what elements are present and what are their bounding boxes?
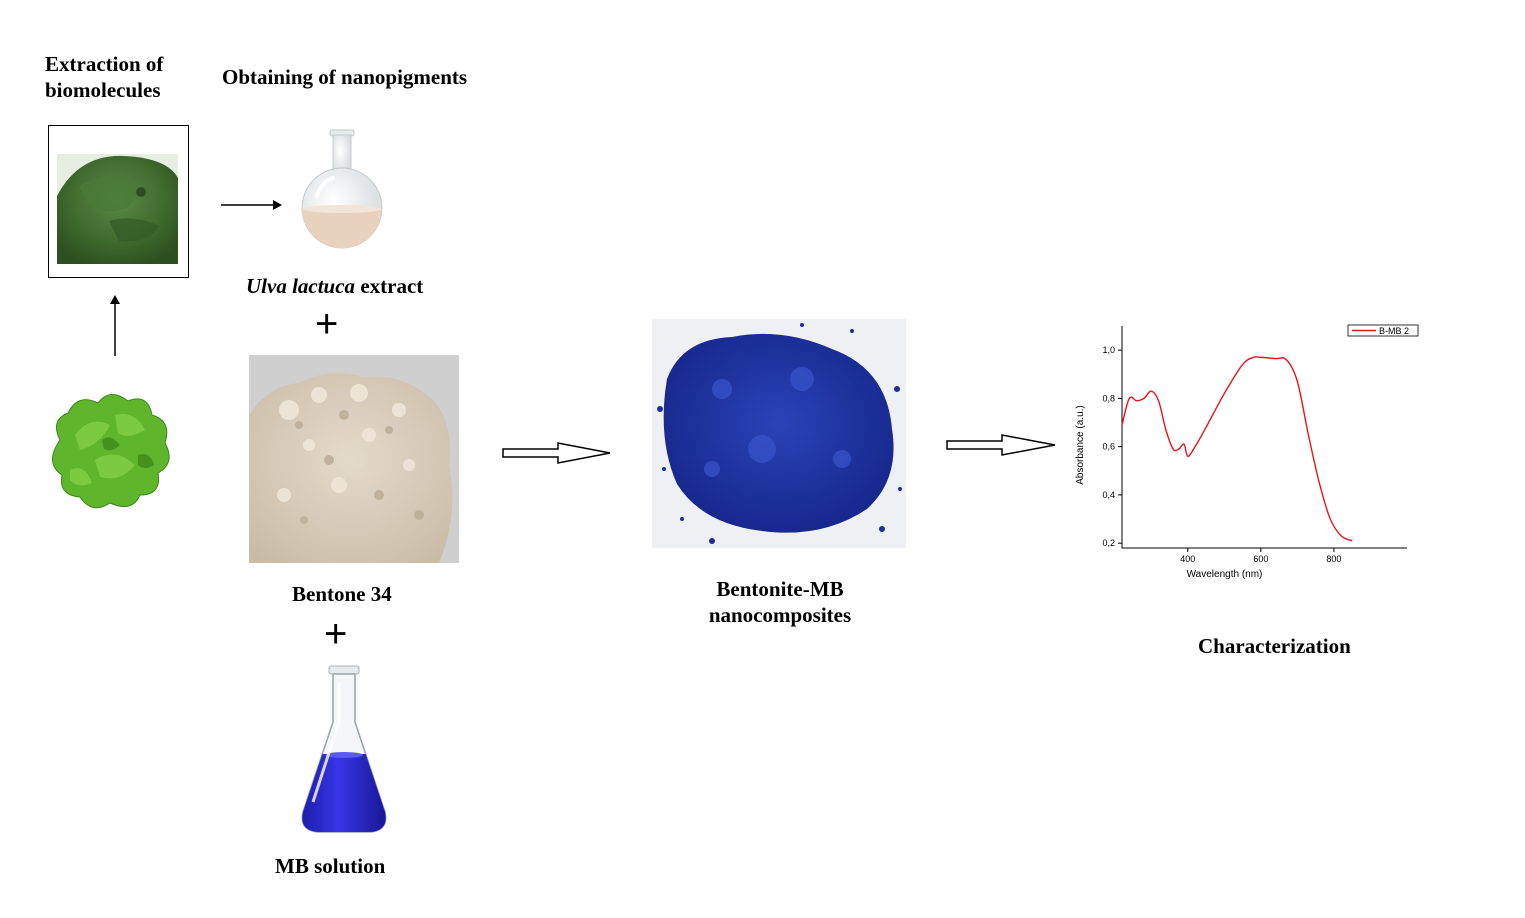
obtaining-title: Obtaining of nanopigments (222, 65, 468, 89)
x-tick-label-400: 400 (1180, 554, 1195, 564)
chart-series (1121, 356, 1353, 542)
y-tick-label-1: 0,4 (1102, 490, 1115, 500)
arrow-up (110, 295, 120, 356)
series-line-0 (1121, 356, 1353, 542)
arrow-right-to-flask (221, 200, 282, 210)
extract-label: Ulva lactuca extract (246, 273, 423, 299)
x-axis-label: Wavelength (nm) (1187, 569, 1263, 580)
algae-powder-frame (48, 125, 189, 278)
extraction-title-line2: biomolecules (45, 78, 161, 102)
chart-axes (1118, 326, 1407, 552)
mb-solution-label: MB solution (275, 854, 386, 878)
characterization-label: Characterization (1198, 634, 1351, 658)
nanocomposite-label: Bentonite-MB nanocomposites (690, 576, 870, 628)
extract-label-rest: extract (355, 274, 424, 298)
y-axis-label: Absorbance (a.u.) (1075, 405, 1086, 485)
absorbance-spectrum-chart: 400 600 800 0,2 0,4 0,6 0,8 1,0 Wavelength (nm)… (1075, 324, 1419, 580)
bentone-powder-image (249, 355, 459, 563)
chart-axis-text: Wavelength (nm) Absorbance (a.u.) (1075, 405, 1262, 580)
x-tick-label-600: 600 (1253, 554, 1268, 564)
mb-flask-icon (301, 665, 387, 833)
algae-powder-image (57, 154, 178, 264)
plus-sign-2: + (324, 612, 348, 656)
extraction-title-line1: Extraction of (45, 52, 164, 76)
y-tick-label-4: 1,0 (1102, 345, 1115, 355)
y-tick-label-2: 0,6 (1102, 442, 1115, 452)
nanocomposite-label-line1: Bentonite-MB (716, 577, 844, 601)
extract-label-species: Ulva lactuca (246, 274, 356, 298)
plus-sign-1: + (315, 302, 339, 346)
chart-tick-labels: 400 600 800 0,2 0,4 0,6 0,8 1,0 (1102, 345, 1341, 564)
extraction-title: Extraction of biomolecules (45, 51, 163, 103)
process-arrow-2 (946, 434, 1056, 456)
y-tick-label-3: 0,8 (1102, 393, 1115, 403)
bentone-label: Bentone 34 (292, 582, 392, 606)
x-tick-label-800: 800 (1326, 554, 1341, 564)
y-tick-label-0: 0,2 (1102, 538, 1115, 548)
seaweed-image (52, 394, 170, 509)
legend-label: B-MB 2 (1379, 326, 1409, 336)
chart-legend: B-MB 2 (1347, 324, 1419, 337)
legend-box (1347, 324, 1419, 337)
process-arrow-1 (502, 442, 611, 464)
nanocomposite-image (652, 319, 906, 548)
extract-flask-icon (301, 129, 383, 249)
nanocomposite-label-line2: nanocomposites (708, 603, 852, 627)
